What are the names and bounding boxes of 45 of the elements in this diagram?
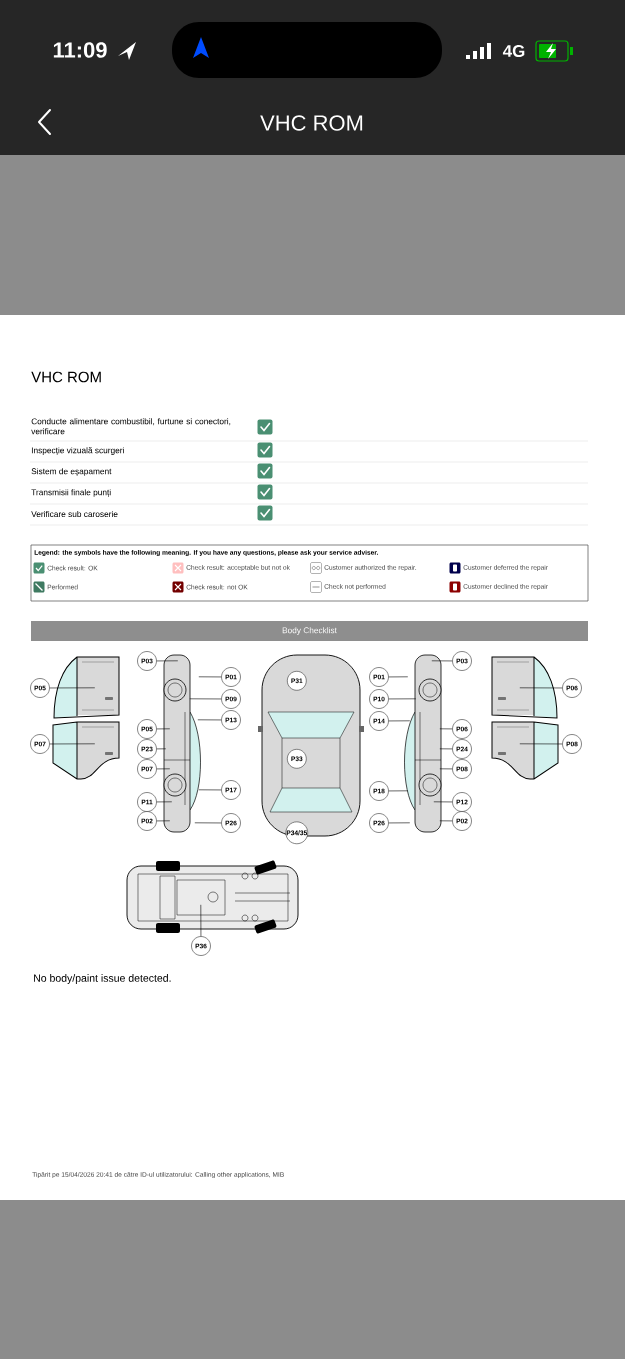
leader-line <box>388 676 409 678</box>
result-note: No body/paint issue detected. <box>34 974 171 984</box>
leader-line <box>431 660 453 662</box>
leader-line <box>198 676 222 678</box>
car-side-drawing <box>163 654 201 833</box>
clock-time: 11:09 <box>53 42 107 58</box>
leader-line <box>198 789 222 791</box>
leader-line <box>189 698 222 700</box>
door-panel-drawing <box>491 721 559 780</box>
leader-line <box>439 728 453 730</box>
leader-line <box>49 687 96 689</box>
leader-line <box>388 698 417 700</box>
network-label: 4G <box>502 45 525 58</box>
car-side-drawing <box>404 654 442 833</box>
door-panel-drawing <box>491 656 558 719</box>
leader-line <box>439 820 453 822</box>
leader-line <box>200 904 202 937</box>
screen-title: VHC ROM <box>260 115 363 131</box>
leader-line <box>439 748 453 750</box>
door-panel-drawing <box>52 721 120 780</box>
leader-line <box>194 822 222 824</box>
leader-line <box>388 790 409 792</box>
leader-line <box>197 719 222 721</box>
checklist-item: Conducte alimentare combustibil, furtune si conectori, verificare <box>31 418 231 435</box>
checklist-item: Transmisii finale punți <box>31 489 111 497</box>
leader-line <box>519 743 563 745</box>
checklist-item: Sistem de eșapament <box>31 468 112 476</box>
checklist-item: Verificare sub caroserie <box>31 510 118 518</box>
leader-line <box>156 660 179 662</box>
door-panel-drawing <box>53 656 120 719</box>
document-title: VHC ROM <box>31 371 101 383</box>
leader-line <box>156 748 167 750</box>
leader-line <box>156 768 171 770</box>
leader-line <box>433 801 453 803</box>
leader-line <box>519 687 563 689</box>
leader-line <box>439 768 453 770</box>
checklist-item: Inspecție vizuală scurgeri <box>31 447 124 455</box>
leader-line <box>156 728 171 730</box>
leader-line <box>388 822 411 824</box>
leader-line <box>49 743 96 745</box>
leader-line <box>156 801 173 803</box>
car-underbody-drawing <box>126 860 299 934</box>
section-band: Body Checklist <box>31 621 588 641</box>
leader-line <box>156 820 171 822</box>
leader-line <box>388 720 411 722</box>
